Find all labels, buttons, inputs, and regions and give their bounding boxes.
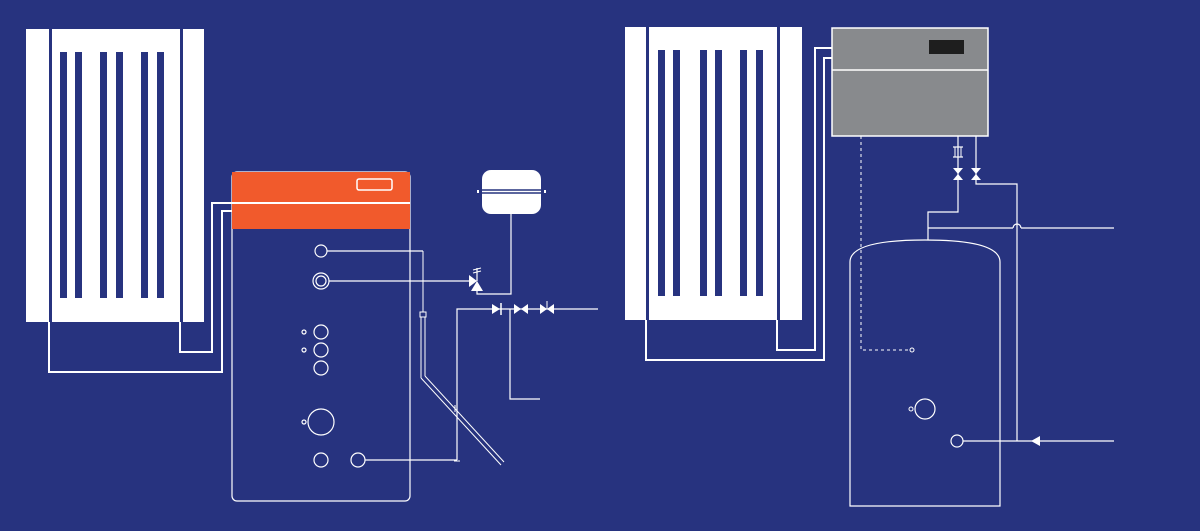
- feed-pipes: [456, 308, 598, 460]
- check-valve: [1031, 436, 1040, 446]
- return-pipe: [645, 57, 832, 361]
- cylinder-flow-pipe: [927, 136, 959, 240]
- gate-valve: [514, 304, 528, 314]
- radiator-channel: [740, 50, 747, 296]
- connection-port-inner: [315, 275, 327, 287]
- vessel-pipe: [476, 214, 512, 295]
- sensor-dot: [301, 329, 307, 335]
- radiator-channel: [75, 52, 82, 298]
- radiator-gap: [49, 29, 52, 322]
- radiator-gap: [180, 29, 183, 322]
- flow-pipe: [179, 202, 232, 353]
- return-pipe: [975, 136, 1018, 441]
- radiator-channel: [100, 52, 107, 298]
- cold-feed-pipe: [456, 308, 598, 460]
- cold-inlet-port: [950, 434, 964, 448]
- ball-valve: [971, 168, 981, 180]
- sensor-dot: [301, 419, 307, 425]
- large-port: [307, 408, 335, 436]
- flow-pipe: [776, 47, 832, 351]
- unit-to-cylinder-pipes: [927, 136, 1114, 441]
- cylinder-port: [914, 398, 936, 420]
- ball-valve: [953, 168, 963, 180]
- radiator-channel: [673, 50, 680, 296]
- radiator-channel: [116, 52, 123, 298]
- left-radiator: [26, 29, 204, 322]
- sensor-dot: [909, 347, 915, 353]
- strainer-valve: [953, 146, 963, 158]
- flue-line: [420, 377, 502, 466]
- check-valve: [492, 303, 502, 315]
- valve-triangle: [469, 275, 477, 287]
- radiator-channel: [141, 52, 148, 298]
- connection-port: [312, 272, 330, 290]
- boiler-control-panel: [232, 172, 410, 229]
- radiator-channel: [715, 50, 722, 296]
- sensor-cable: [860, 136, 910, 351]
- gate-valve: [540, 301, 554, 314]
- connection-port: [313, 360, 329, 376]
- branch-pipe: [509, 309, 540, 400]
- connection-port: [314, 244, 328, 258]
- connection-port: [313, 324, 329, 340]
- hot-water-cylinder: [849, 239, 1001, 507]
- right-radiator-body: [625, 27, 802, 320]
- radiator-channel: [60, 52, 67, 298]
- safety-valve: [469, 267, 483, 291]
- connection-port: [350, 452, 366, 468]
- left-system: [26, 29, 598, 502]
- radiator-channel: [700, 50, 707, 296]
- expansion-vessel: [476, 170, 546, 295]
- boiler-display: [356, 178, 393, 191]
- sensor-dot: [301, 347, 307, 353]
- valve-spring: [472, 267, 482, 271]
- expansion-vessel-body: [482, 170, 541, 214]
- valve-spring: [472, 270, 482, 274]
- boiler-connections: [301, 244, 366, 468]
- flue-line: [424, 375, 505, 463]
- heat-pump-casing: [831, 27, 989, 137]
- heat-pump-unit: [831, 27, 989, 137]
- left-radiator-body: [26, 29, 204, 322]
- right-radiator-pipes: [645, 47, 832, 361]
- left-radiator-pipes: [48, 202, 232, 373]
- radiator-channel: [157, 52, 164, 298]
- heat-pump-display: [929, 40, 964, 54]
- right-valve-group: [953, 146, 981, 180]
- connection-port: [313, 452, 329, 468]
- right-radiator: [625, 27, 802, 320]
- radiator-channel: [756, 50, 763, 296]
- radiator-gap: [646, 27, 649, 320]
- cylinder-body: [849, 239, 1001, 507]
- combination-boiler: [231, 171, 472, 502]
- boiler-outlet-pipes: [327, 250, 472, 461]
- return-pipe: [48, 210, 232, 373]
- flue-joint: [419, 311, 427, 318]
- sensor-dot: [908, 406, 914, 412]
- radiator-channel: [658, 50, 665, 296]
- flue-pipe: [419, 251, 505, 466]
- right-radiator-fins: [646, 27, 780, 320]
- valve-triangle: [471, 281, 483, 291]
- radiator-gap: [777, 27, 780, 320]
- left-radiator-fins: [49, 29, 183, 322]
- valve-group: [492, 301, 554, 315]
- connection-port: [313, 342, 329, 358]
- right-system: [625, 27, 1114, 507]
